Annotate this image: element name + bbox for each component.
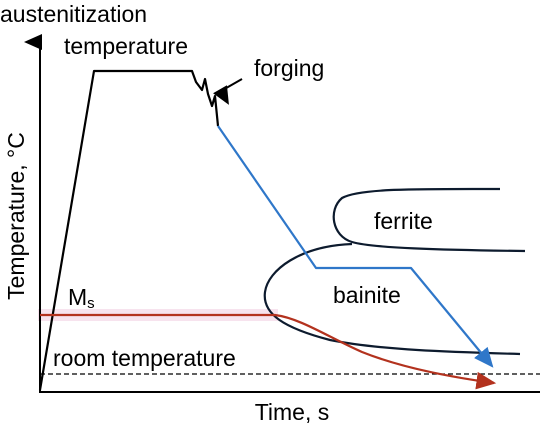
x-axis-title: Time, s xyxy=(255,399,330,425)
label-bainite: bainite xyxy=(333,282,401,308)
label-room-temperature: room temperature xyxy=(53,345,236,371)
bainite-curve xyxy=(263,242,521,356)
label-austenitization-temperature: temperature xyxy=(64,33,188,59)
label-ferrite: ferrite xyxy=(374,208,433,234)
cooling-path-bainite xyxy=(217,125,494,368)
ms-cooling-path xyxy=(40,313,497,390)
y-axis-title: Temperature, °C xyxy=(3,132,29,300)
forging-pointer xyxy=(213,78,243,105)
label-ms: Ms xyxy=(68,284,95,312)
label-forging: forging xyxy=(254,55,324,81)
process-path xyxy=(38,69,220,391)
label-austenitization: austenitization xyxy=(0,1,147,27)
label-ms-sub: s xyxy=(87,295,95,312)
ferrite-curve xyxy=(332,187,526,253)
label-ms-main: M xyxy=(68,284,87,310)
